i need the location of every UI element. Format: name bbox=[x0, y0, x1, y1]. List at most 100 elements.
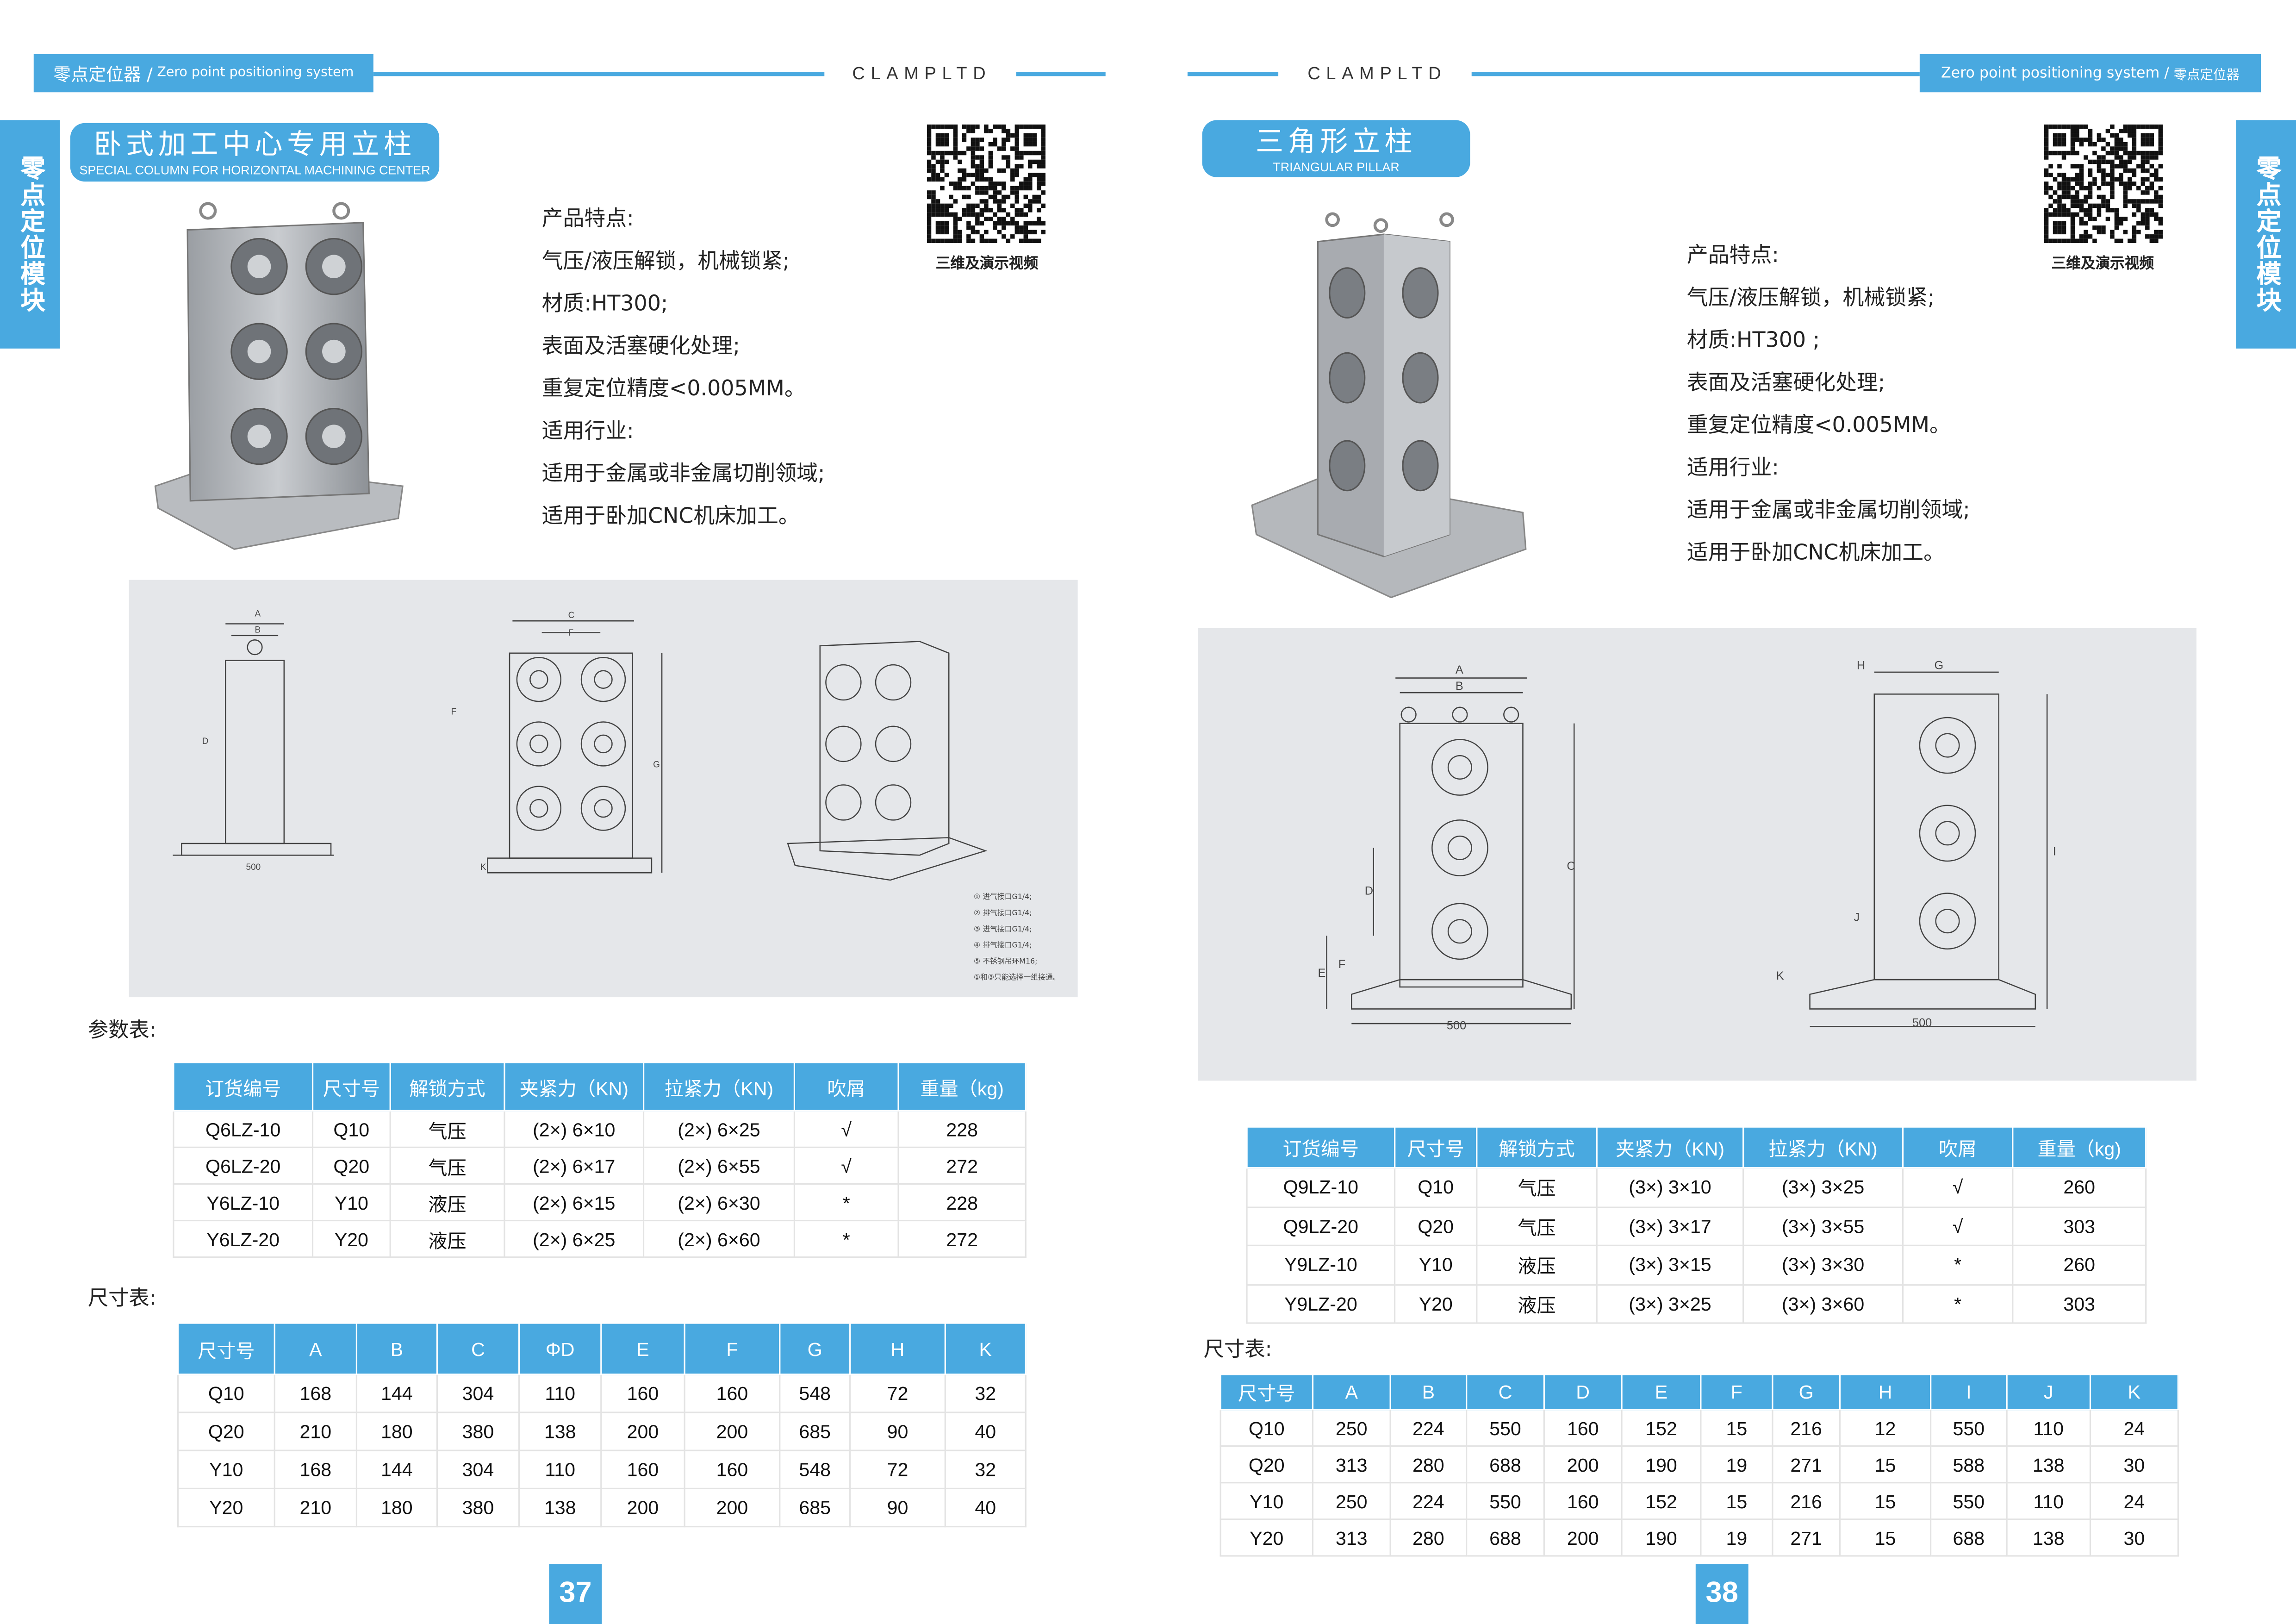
table-cell: 688 bbox=[1930, 1518, 2008, 1557]
column-header: 尺寸号 bbox=[1220, 1374, 1314, 1411]
column-header: 解锁方式 bbox=[1476, 1126, 1598, 1169]
side-tab: 零点定位模块 bbox=[0, 120, 60, 349]
feature-item: 适用行业: bbox=[541, 420, 634, 444]
table-cell: 160 bbox=[1543, 1408, 1623, 1447]
table-cell: 200 bbox=[684, 1412, 781, 1451]
feature-item: 适用于卧加CNC机床加工。 bbox=[541, 505, 800, 529]
table-cell: 144 bbox=[355, 1449, 438, 1489]
dim-label-k: K bbox=[480, 862, 486, 872]
feature-item: 适用于金属或非金属切削领域; bbox=[1686, 499, 1970, 523]
legend-item: ② 排气接口G1/4; bbox=[973, 909, 1032, 918]
table-cell: √ bbox=[793, 1110, 899, 1148]
page-number: 38 bbox=[1695, 1564, 1748, 1624]
qr-code-left[interactable] bbox=[927, 124, 1046, 244]
feature-item: 适用行业: bbox=[1686, 456, 1779, 481]
column-header: C bbox=[436, 1322, 520, 1375]
table-cell: Q20 bbox=[177, 1412, 275, 1451]
table-cell: 280 bbox=[1389, 1518, 1468, 1557]
column-header: B bbox=[1389, 1374, 1468, 1411]
table-cell: 15 bbox=[1839, 1445, 1932, 1484]
table-cell: (3×) 3×10 bbox=[1596, 1167, 1744, 1208]
table-cell: 210 bbox=[274, 1487, 357, 1528]
table-cell: (2×) 6×55 bbox=[642, 1146, 795, 1185]
table-cell: 液压 bbox=[1476, 1283, 1598, 1324]
table-cell: Y9LZ-10 bbox=[1246, 1244, 1396, 1285]
table-cell: 303 bbox=[2012, 1283, 2147, 1324]
table-cell: 588 bbox=[1930, 1445, 2008, 1484]
header-line bbox=[1016, 71, 1106, 76]
feature-item: 气压/液压解锁，机械锁紧; bbox=[1686, 287, 1935, 311]
table-cell: 气压 bbox=[389, 1110, 505, 1148]
table-cell: 15 bbox=[1700, 1408, 1773, 1447]
header-line bbox=[373, 71, 825, 76]
qr-code-right[interactable] bbox=[2044, 124, 2163, 244]
table-cell: 685 bbox=[779, 1487, 851, 1528]
table-cell: 30 bbox=[2089, 1445, 2179, 1484]
title-cn: 卧式加工中心专用立柱 bbox=[93, 129, 416, 161]
table-header-row: 订货编号尺寸号解锁方式夹紧力（KN)拉紧力（KN)吹屑重量（kg) bbox=[1246, 1126, 2147, 1169]
table-cell: (2×) 6×25 bbox=[504, 1219, 645, 1258]
column-header: K bbox=[2089, 1374, 2179, 1411]
table-cell: * bbox=[793, 1219, 899, 1258]
table-cell: 152 bbox=[1621, 1482, 1702, 1520]
table-cell: Q20 bbox=[1394, 1206, 1478, 1246]
table-cell: 气压 bbox=[1476, 1167, 1598, 1208]
table-cell: 224 bbox=[1389, 1408, 1468, 1447]
table-cell: * bbox=[793, 1183, 899, 1222]
table-cell: 313 bbox=[1312, 1518, 1391, 1557]
header-cn: 零点定位器 / bbox=[53, 63, 153, 84]
table-cell: Q6LZ-10 bbox=[173, 1110, 314, 1148]
title-cn: 三角形立柱 bbox=[1255, 126, 1417, 158]
table-cell: (2×) 6×10 bbox=[504, 1110, 645, 1148]
product-image-triangular-pillar bbox=[1251, 212, 1527, 599]
table-cell: 272 bbox=[897, 1146, 1027, 1185]
table-cell: 90 bbox=[849, 1487, 946, 1528]
table-cell: 228 bbox=[897, 1183, 1027, 1222]
table-cell: 72 bbox=[849, 1374, 946, 1413]
feature-list-left: 产品特点:气压/液压解锁，机械锁紧;材质:HT300;表面及活塞硬化处理;重复定… bbox=[542, 199, 825, 539]
dim-label-f-side: F bbox=[451, 707, 456, 717]
table-cell: 15 bbox=[1700, 1482, 1773, 1520]
table-cell: Q6LZ-20 bbox=[173, 1146, 314, 1185]
table-cell: Y20 bbox=[1220, 1518, 1314, 1557]
table-cell: 685 bbox=[779, 1412, 851, 1451]
table-cell: 190 bbox=[1621, 1445, 1702, 1484]
column-header: 吹屑 bbox=[793, 1062, 899, 1112]
table-cell: 160 bbox=[684, 1374, 781, 1413]
table-cell: (3×) 3×25 bbox=[1596, 1283, 1744, 1324]
column-header: F bbox=[684, 1322, 781, 1375]
table-cell: (3×) 3×55 bbox=[1742, 1206, 1904, 1246]
column-header: 夹紧力（KN) bbox=[504, 1062, 645, 1112]
dim-label-b: B bbox=[255, 625, 261, 635]
table-cell: (3×) 3×30 bbox=[1742, 1244, 1904, 1285]
table-cell: Y6LZ-10 bbox=[173, 1183, 314, 1222]
table-cell: 32 bbox=[944, 1374, 1027, 1413]
table-cell: 200 bbox=[600, 1412, 685, 1451]
table-cell: 12 bbox=[1839, 1408, 1932, 1447]
column-header: C bbox=[1466, 1374, 1545, 1411]
table-cell: Y10 bbox=[1220, 1482, 1314, 1520]
table-cell: 224 bbox=[1389, 1482, 1468, 1520]
table-cell: 160 bbox=[1543, 1482, 1623, 1520]
table-cell: 548 bbox=[779, 1449, 851, 1489]
table-cell: (2×) 6×15 bbox=[504, 1183, 645, 1222]
dim-label-e: E bbox=[1318, 967, 1326, 980]
technical-drawing-right: A B C D E F 500 G H I J K 500 bbox=[1198, 628, 2196, 1081]
table-cell: 气压 bbox=[389, 1146, 505, 1185]
section-header-left: 零点定位器 /Zero point positioning system bbox=[33, 54, 373, 93]
table-cell: 90 bbox=[849, 1412, 946, 1451]
table-cell: (3×) 3×60 bbox=[1742, 1283, 1904, 1324]
product-title: 卧式加工中心专用立柱 SPECIAL COLUMN FOR HORIZONTAL… bbox=[70, 123, 440, 182]
column-header: 尺寸号 bbox=[177, 1322, 275, 1375]
table-cell: 304 bbox=[436, 1374, 520, 1413]
feature-list-right: 产品特点:气压/液压解锁，机械锁紧;材质:HT300 ;表面及活塞硬化处理;重复… bbox=[1687, 236, 1970, 575]
column-header: 吹屑 bbox=[1902, 1126, 2014, 1169]
feature-item: 气压/液压解锁，机械锁紧; bbox=[541, 250, 790, 274]
